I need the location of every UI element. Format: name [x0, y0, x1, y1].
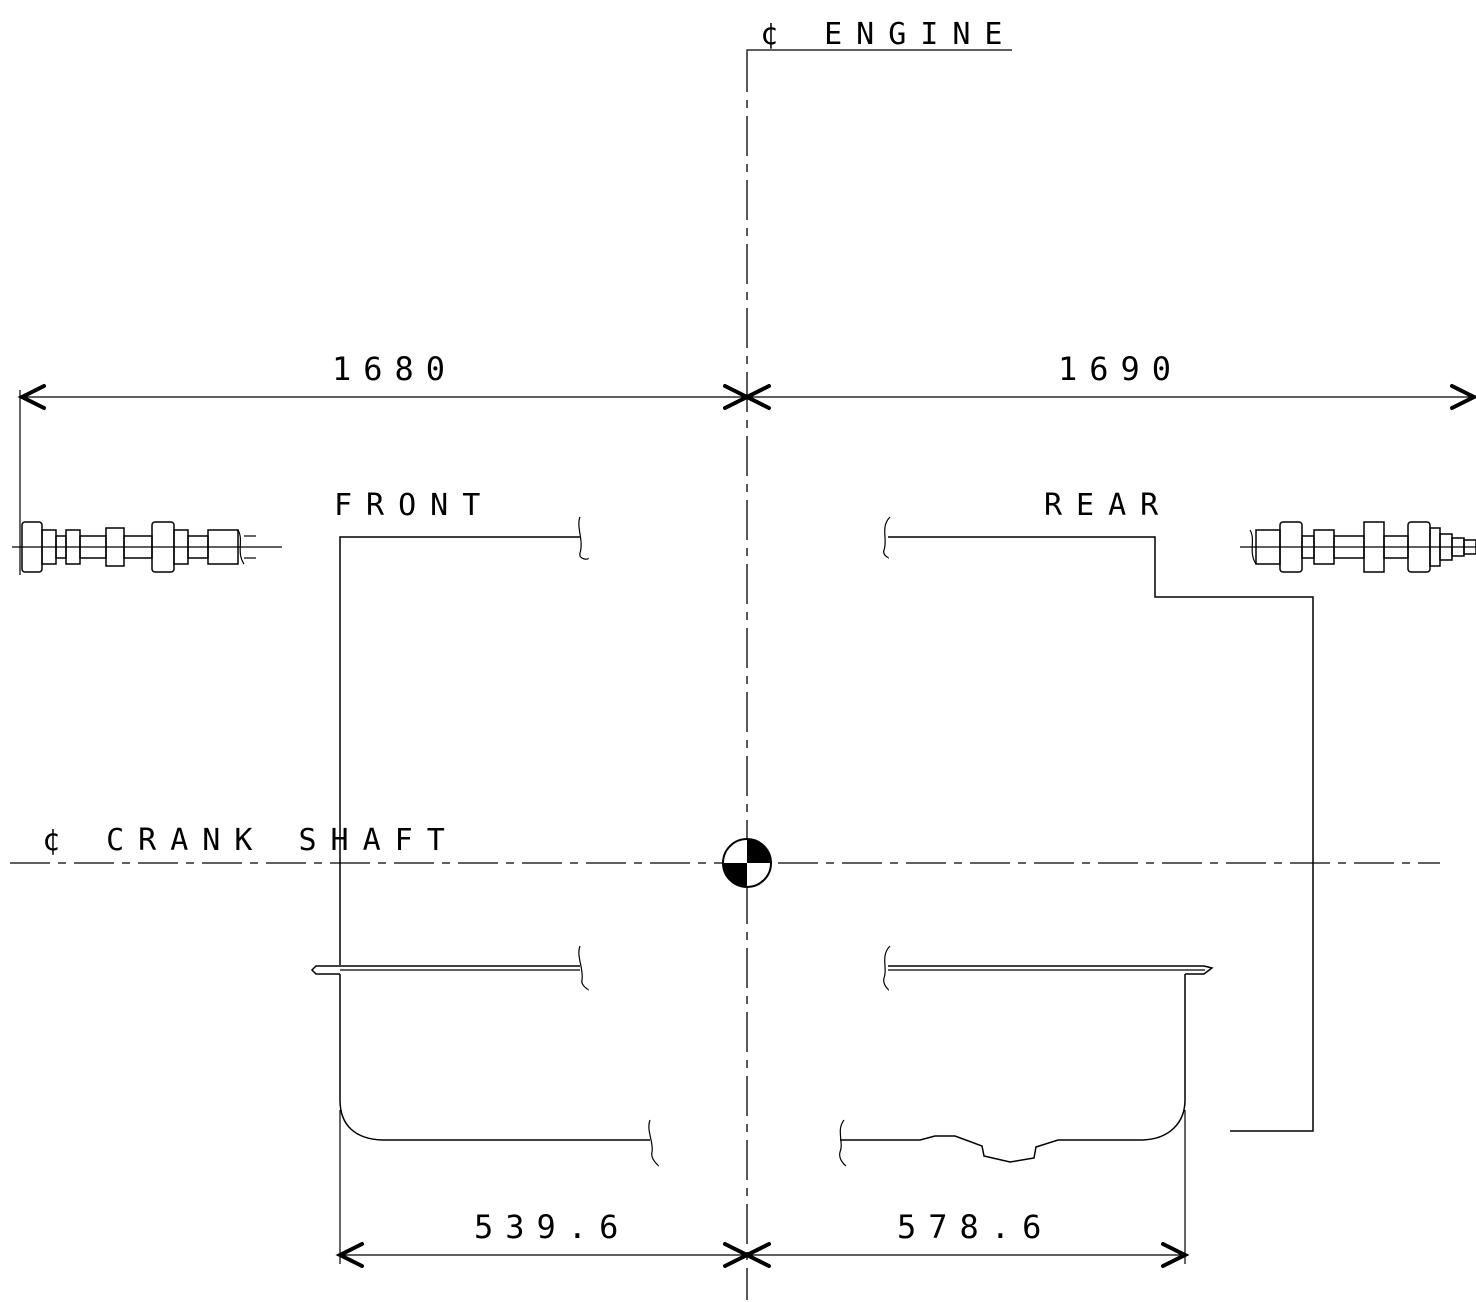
- rear-label: REAR: [1044, 488, 1172, 523]
- engine-centerline-label: ¢ ENGINE: [760, 17, 1017, 52]
- arrowhead-right: [1450, 384, 1476, 410]
- oil-pan: [339, 974, 1186, 1167]
- arrowhead-left: [17, 384, 46, 410]
- engine-block-front: [339, 516, 589, 991]
- center-of-gravity-icon: [722, 838, 772, 888]
- front-label: FRONT: [334, 488, 494, 523]
- dimension-rear-pan: 578.6: [897, 1208, 1053, 1246]
- engine-block-rear: [883, 516, 1314, 1132]
- engine-label-leader: [746, 49, 1012, 52]
- dimension-front-overall: 1680: [332, 350, 457, 388]
- pan-arrowhead-center-right: [742, 1242, 771, 1268]
- dimension-front-pan: 539.6: [474, 1208, 630, 1246]
- crank-centerline-label: ¢ CRANK SHAFT: [42, 823, 459, 858]
- rear-camshaft: [1240, 521, 1476, 573]
- pan-arrowhead-right: [1161, 1242, 1190, 1268]
- oil-pan-flange: [310, 965, 1214, 975]
- front-camshaft: [12, 521, 282, 573]
- arrowhead-center-right: [742, 384, 771, 410]
- dimension-rear-overall: 1690: [1058, 350, 1183, 388]
- pan-arrowhead-left: [335, 1242, 364, 1268]
